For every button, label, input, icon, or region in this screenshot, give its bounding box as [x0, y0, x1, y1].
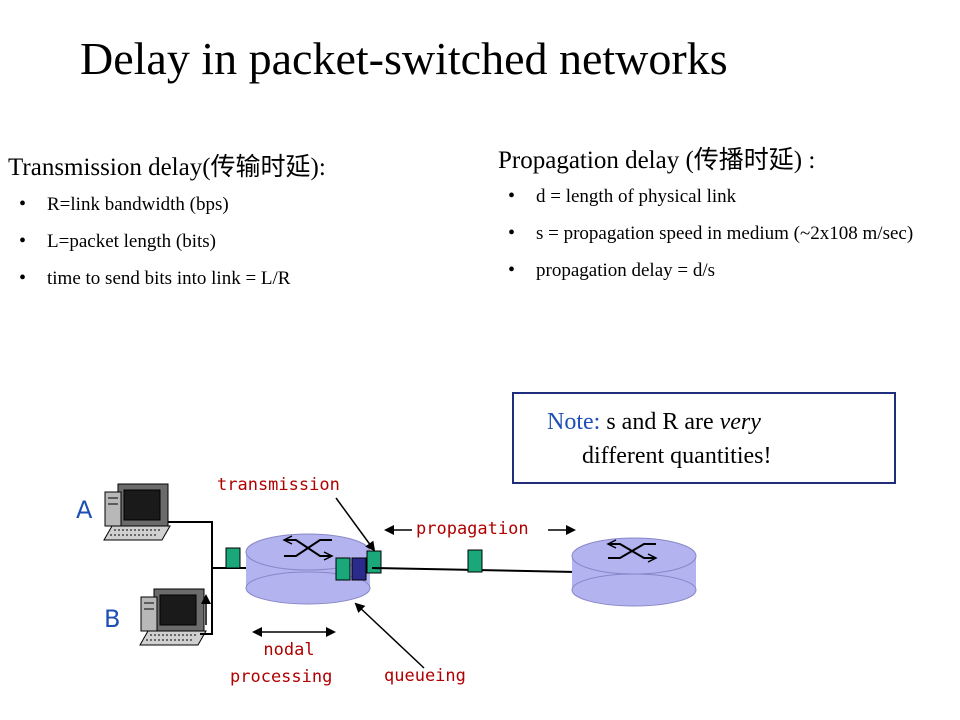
transmission-bullets: R=link bandwidth (bps) L=packet length (…	[19, 193, 291, 290]
slide-title: Delay in packet-switched networks	[80, 33, 728, 84]
bullet-time-to-send: time to send bits into link = L/R	[19, 267, 291, 290]
note-emphasis: very	[719, 409, 761, 435]
note-label: Note:	[547, 409, 601, 435]
packet-at-host	[225, 547, 241, 569]
router-icon	[245, 533, 371, 605]
bullet-link-length: d = length of physical link	[508, 185, 916, 208]
router-icon	[571, 537, 697, 607]
propagating-packet	[467, 549, 483, 573]
propagation-label: propagation	[416, 519, 529, 539]
host-b-label: B	[104, 605, 121, 633]
bullet-propagation-delay: propagation delay = d/s	[508, 259, 916, 282]
note-text-1: s and R are	[600, 409, 720, 435]
host-a-label: A	[76, 496, 93, 524]
queued-packet	[335, 557, 351, 581]
transmission-delay-heading: Transmission delay(传输时延):	[8, 154, 326, 181]
link-host-a	[168, 521, 213, 568]
bullet-link-bandwidth: R=link bandwidth (bps)	[19, 193, 290, 216]
queueing-pointer	[354, 602, 425, 669]
propagation-bullets: d = length of physical link s = propagat…	[508, 185, 916, 282]
propagation-delay-heading: Propagation delay (传播时延) :	[498, 147, 816, 174]
link-host-b	[200, 568, 213, 635]
computer-icon	[139, 588, 207, 646]
computer-icon	[103, 483, 171, 541]
transmission-pointer	[335, 497, 376, 552]
bullet-propagation-speed: s = propagation speed in medium (~2x108 …	[508, 222, 916, 245]
queued-packet-dark	[351, 557, 367, 581]
note-text-2: different quantities!	[582, 443, 772, 469]
queueing-label: queueing	[384, 666, 466, 686]
note-box: Note: s and R are very different quantit…	[512, 392, 896, 484]
bullet-packet-length: L=packet length (bits)	[19, 230, 290, 253]
transmitting-packet	[366, 550, 382, 574]
nodal-label: nodal	[263, 640, 315, 660]
note-line-1: Note: s and R are very	[547, 406, 761, 438]
transmission-label: transmission	[217, 475, 340, 495]
processing-label: processing	[230, 667, 333, 687]
